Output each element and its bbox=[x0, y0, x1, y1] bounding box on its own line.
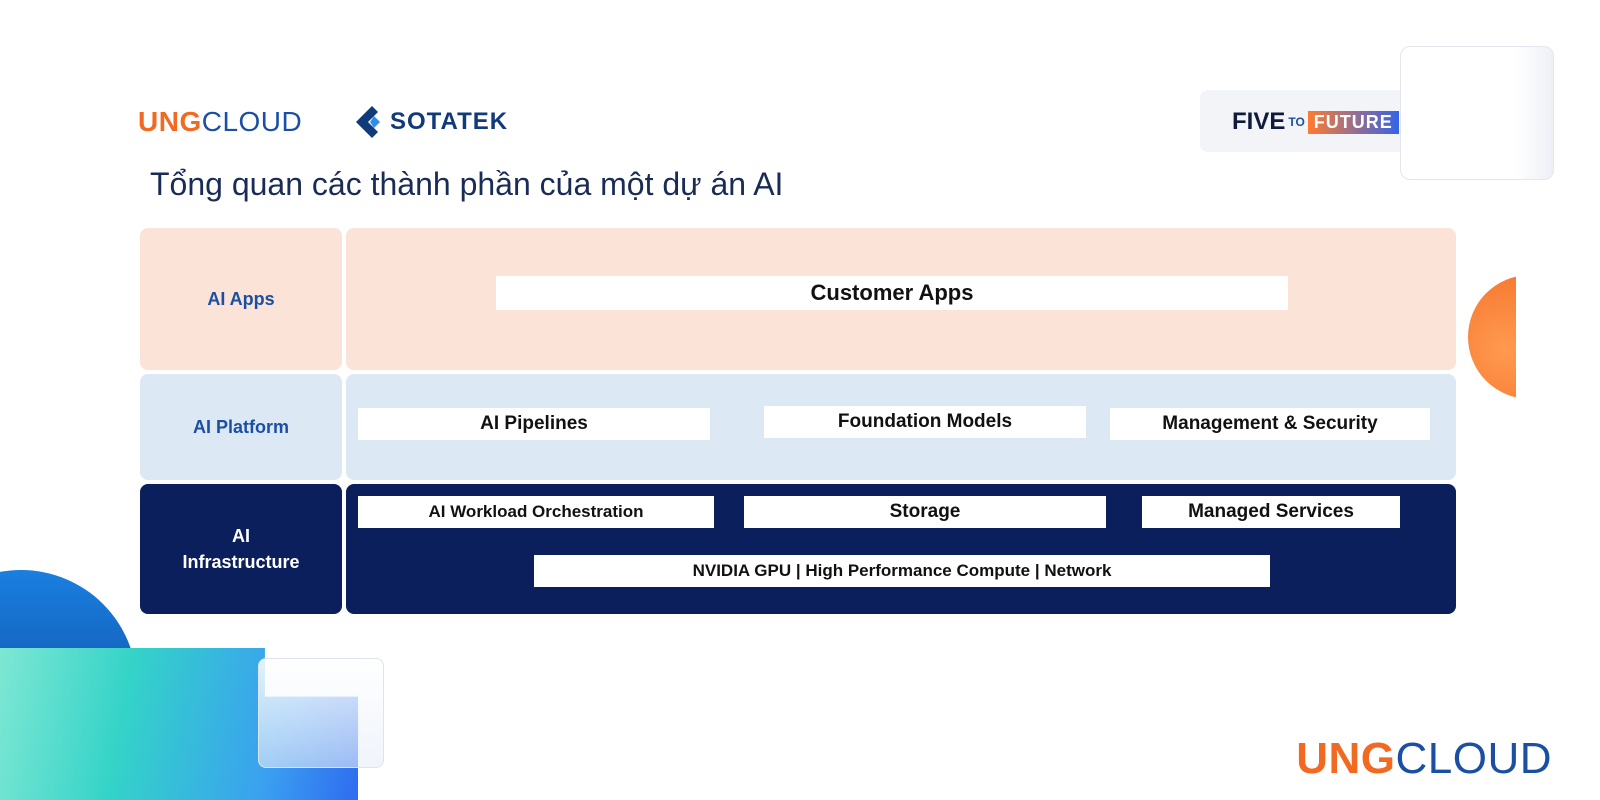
top-right-card-decoration bbox=[1400, 46, 1554, 180]
sotatek-logo: SOTATEK bbox=[352, 104, 508, 140]
vng-cloud-logo: UNGCLOUD bbox=[138, 106, 303, 137]
ai-pipelines-box: AI Pipelines bbox=[358, 408, 710, 440]
orange-circle-decoration bbox=[1468, 275, 1516, 399]
storage-box: Storage bbox=[744, 496, 1106, 528]
sotatek-mark-icon bbox=[356, 106, 380, 138]
row-body-ai-infrastructure: AI Workload Orchestration Storage Manage… bbox=[346, 484, 1456, 614]
row-body-ai-platform: AI Pipelines Foundation Models Managemen… bbox=[346, 374, 1456, 480]
row-label-ai-platform: AI Platform bbox=[140, 374, 342, 480]
ai-workload-orchestration-box: AI Workload Orchestration bbox=[358, 496, 714, 528]
nvidia-compute-network-box: NVIDIA GPU | High Performance Compute | … bbox=[534, 555, 1270, 587]
five-to-future-logo: FIVE TO FUTURE bbox=[1232, 108, 1399, 136]
managed-services-box: Managed Services bbox=[1142, 496, 1400, 528]
footer-vng-cloud-logo: UNGCLOUD bbox=[1296, 734, 1552, 783]
page-title: Tổng quan các thành phần của một dự án A… bbox=[150, 166, 784, 202]
customer-apps-box: Customer Apps bbox=[496, 276, 1288, 310]
foundation-models-box: Foundation Models bbox=[764, 406, 1086, 438]
row-label-ai-apps: AI Apps bbox=[140, 228, 342, 370]
management-security-box: Management & Security bbox=[1110, 408, 1430, 440]
row-label-ai-infrastructure: AI Infrastructure bbox=[140, 484, 342, 614]
glass-card-decoration bbox=[258, 658, 384, 768]
row-body-ai-apps: Customer Apps bbox=[346, 228, 1456, 370]
